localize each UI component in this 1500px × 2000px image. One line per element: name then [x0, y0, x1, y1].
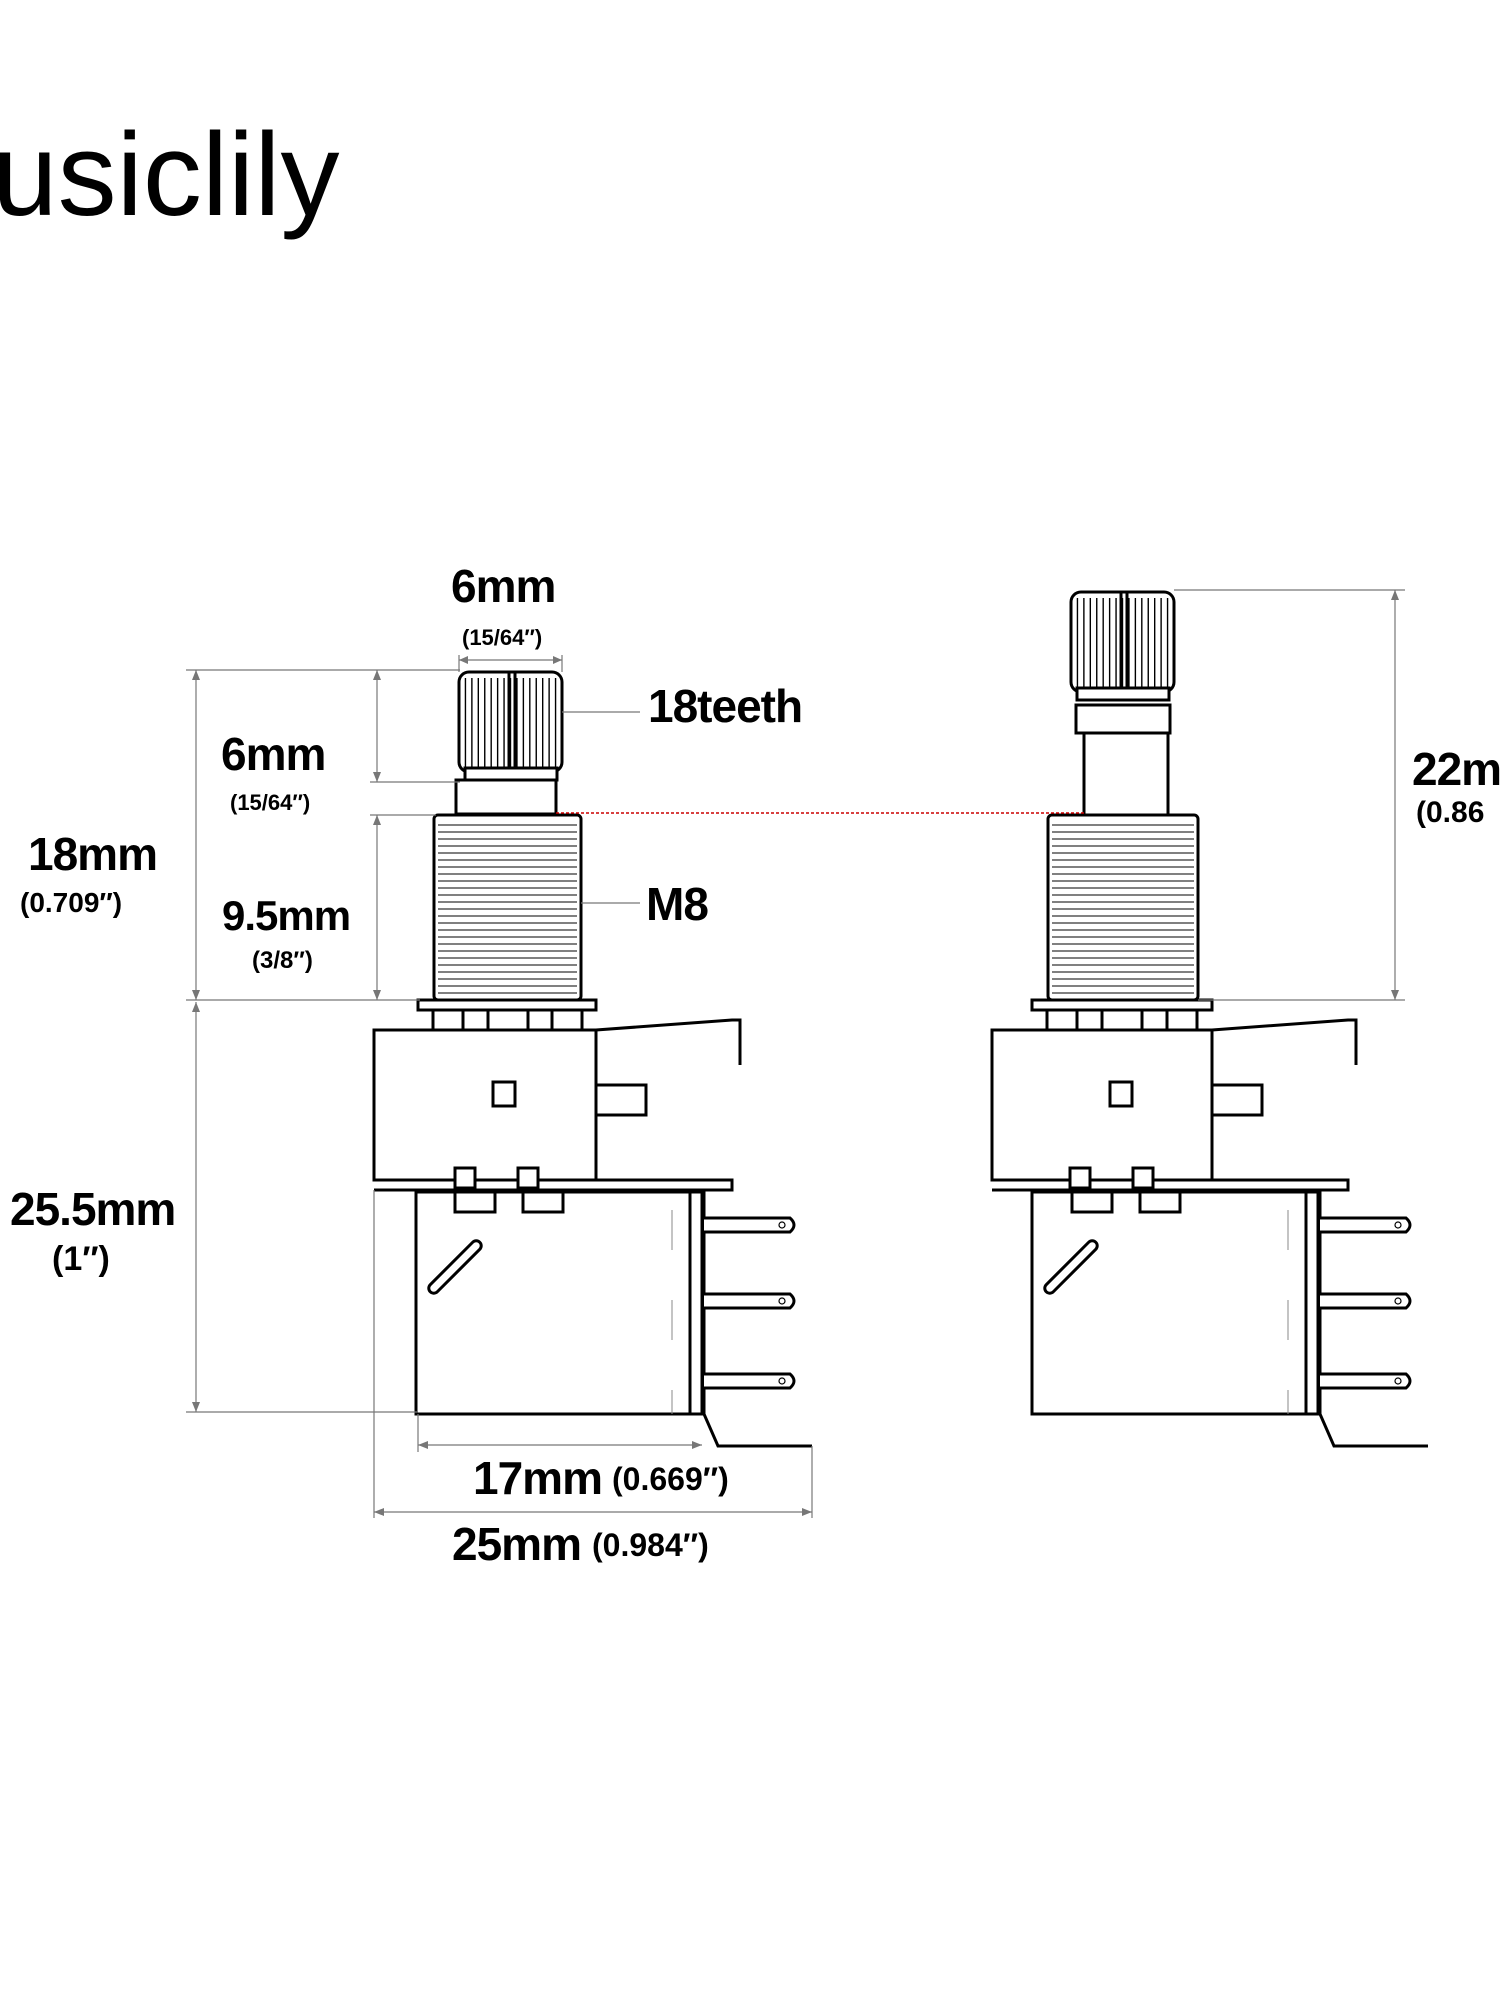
right-threaded-bushing	[1046, 813, 1200, 1002]
knurl-height-inch-label: (15/64″)	[230, 790, 310, 815]
right-tab-3	[1100, 1008, 1144, 1032]
left-terminal-lugs	[704, 1216, 796, 1390]
depth-17-inch-label: (0.669″)	[612, 1461, 729, 1497]
thread-size-label: M8	[646, 878, 708, 930]
right-pot-can	[1030, 1190, 1428, 1448]
thread-length-label: 9.5mm	[222, 892, 350, 939]
pushed-height-inch-label: (0.86	[1416, 796, 1484, 829]
right-switch-body	[990, 1018, 1358, 1192]
right-knurled-shaft	[1069, 590, 1176, 817]
right-tab-1	[1045, 1008, 1079, 1032]
teeth-label: 18teeth	[648, 680, 802, 732]
right-terminal-lugs	[1320, 1216, 1412, 1390]
right-thread-lines	[1052, 824, 1194, 994]
depth-17-label: 17mm	[473, 1452, 602, 1504]
left-knurled-shaft	[454, 670, 564, 816]
shaft-width-inch-label: (15/64″)	[462, 625, 542, 650]
body-height-label: 25.5mm	[10, 1183, 175, 1235]
pushed-height-label: 22m	[1412, 743, 1500, 795]
brand-text: usiclily	[0, 109, 340, 241]
depth-25-label: 25mm	[452, 1518, 581, 1570]
knurl-height-label: 6mm	[221, 728, 325, 780]
dimension-arrows	[192, 590, 1399, 1516]
depth-25-inch-label: (0.984″)	[592, 1527, 709, 1563]
left-switch-body	[372, 1018, 742, 1192]
thread-length-inch-label: (3/8″)	[252, 947, 313, 974]
left-potentiometer	[372, 670, 812, 1448]
left-thread-lines	[438, 824, 577, 994]
left-threaded-bushing	[432, 813, 583, 1002]
left-tab-3	[486, 1008, 530, 1032]
left-tab-1	[431, 1008, 465, 1032]
right-tab-2	[1165, 1008, 1199, 1032]
total-shaft-label: 18mm	[28, 828, 157, 880]
dimension-lines	[186, 589, 1405, 1518]
shaft-width-label: 6mm	[451, 560, 555, 612]
total-shaft-inch-label: (0.709″)	[20, 887, 122, 918]
right-potentiometer	[990, 590, 1428, 1448]
left-pot-can	[414, 1190, 812, 1448]
body-height-inch-label: (1″)	[52, 1240, 110, 1278]
left-tab-2	[550, 1008, 584, 1032]
